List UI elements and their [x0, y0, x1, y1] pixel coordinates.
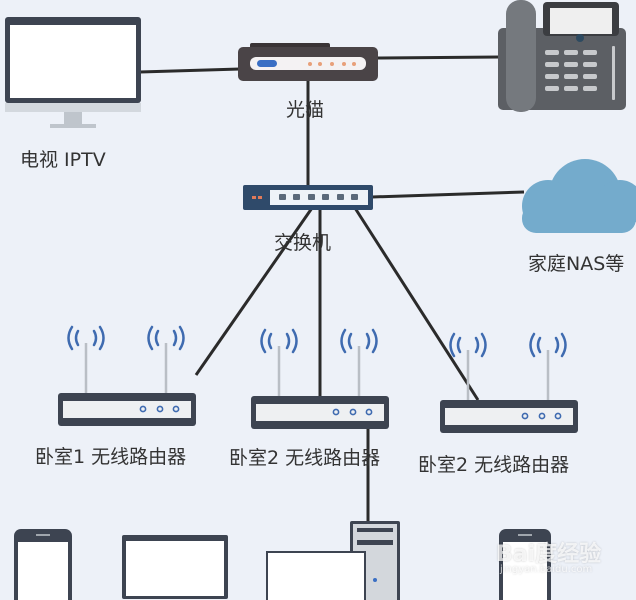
edge-tv-modem	[139, 67, 241, 74]
router2-label: 卧室2 无线路由器	[229, 447, 381, 469]
wifi-signal-icon	[529, 332, 567, 358]
watermark-brand: Bai度经验	[496, 542, 602, 567]
edge-modem-phone	[375, 55, 501, 60]
smartphone-icon	[499, 529, 551, 600]
desktop-pc-icon	[266, 521, 400, 600]
edge-switch-router1	[194, 207, 314, 376]
tablet-icon	[122, 535, 228, 599]
monitor-icon	[5, 17, 141, 128]
tv-label: 电视 IPTV	[20, 149, 106, 171]
cloud-icon	[522, 159, 636, 233]
wifi-signal-icon	[147, 325, 185, 351]
switch-label: 交换机	[274, 232, 332, 254]
watermark: Bai度经验 jingyan.baidu.com	[496, 536, 602, 575]
edge-switch-nas	[371, 190, 525, 199]
router1-label: 卧室1 无线路由器	[35, 446, 187, 468]
network-switch-icon	[243, 185, 373, 210]
wireless-router-icon	[251, 328, 389, 429]
wireless-router-icon	[58, 325, 196, 426]
optical-modem-icon	[238, 43, 378, 81]
watermark-url: jingyan.baidu.com	[500, 564, 593, 575]
wifi-signal-icon	[260, 328, 298, 354]
nas-label: 家庭NAS等	[528, 253, 625, 275]
wifi-signal-icon	[340, 328, 378, 354]
wifi-signal-icon	[67, 325, 105, 351]
desk-phone-icon	[498, 0, 626, 112]
wireless-router-icon	[440, 332, 578, 433]
smartphone-icon	[14, 529, 72, 600]
wifi-signal-icon	[449, 332, 487, 358]
edge-switch-router3	[353, 207, 480, 401]
router3-label: 卧室2 无线路由器	[418, 454, 570, 476]
modem-label: 光猫	[286, 99, 325, 121]
